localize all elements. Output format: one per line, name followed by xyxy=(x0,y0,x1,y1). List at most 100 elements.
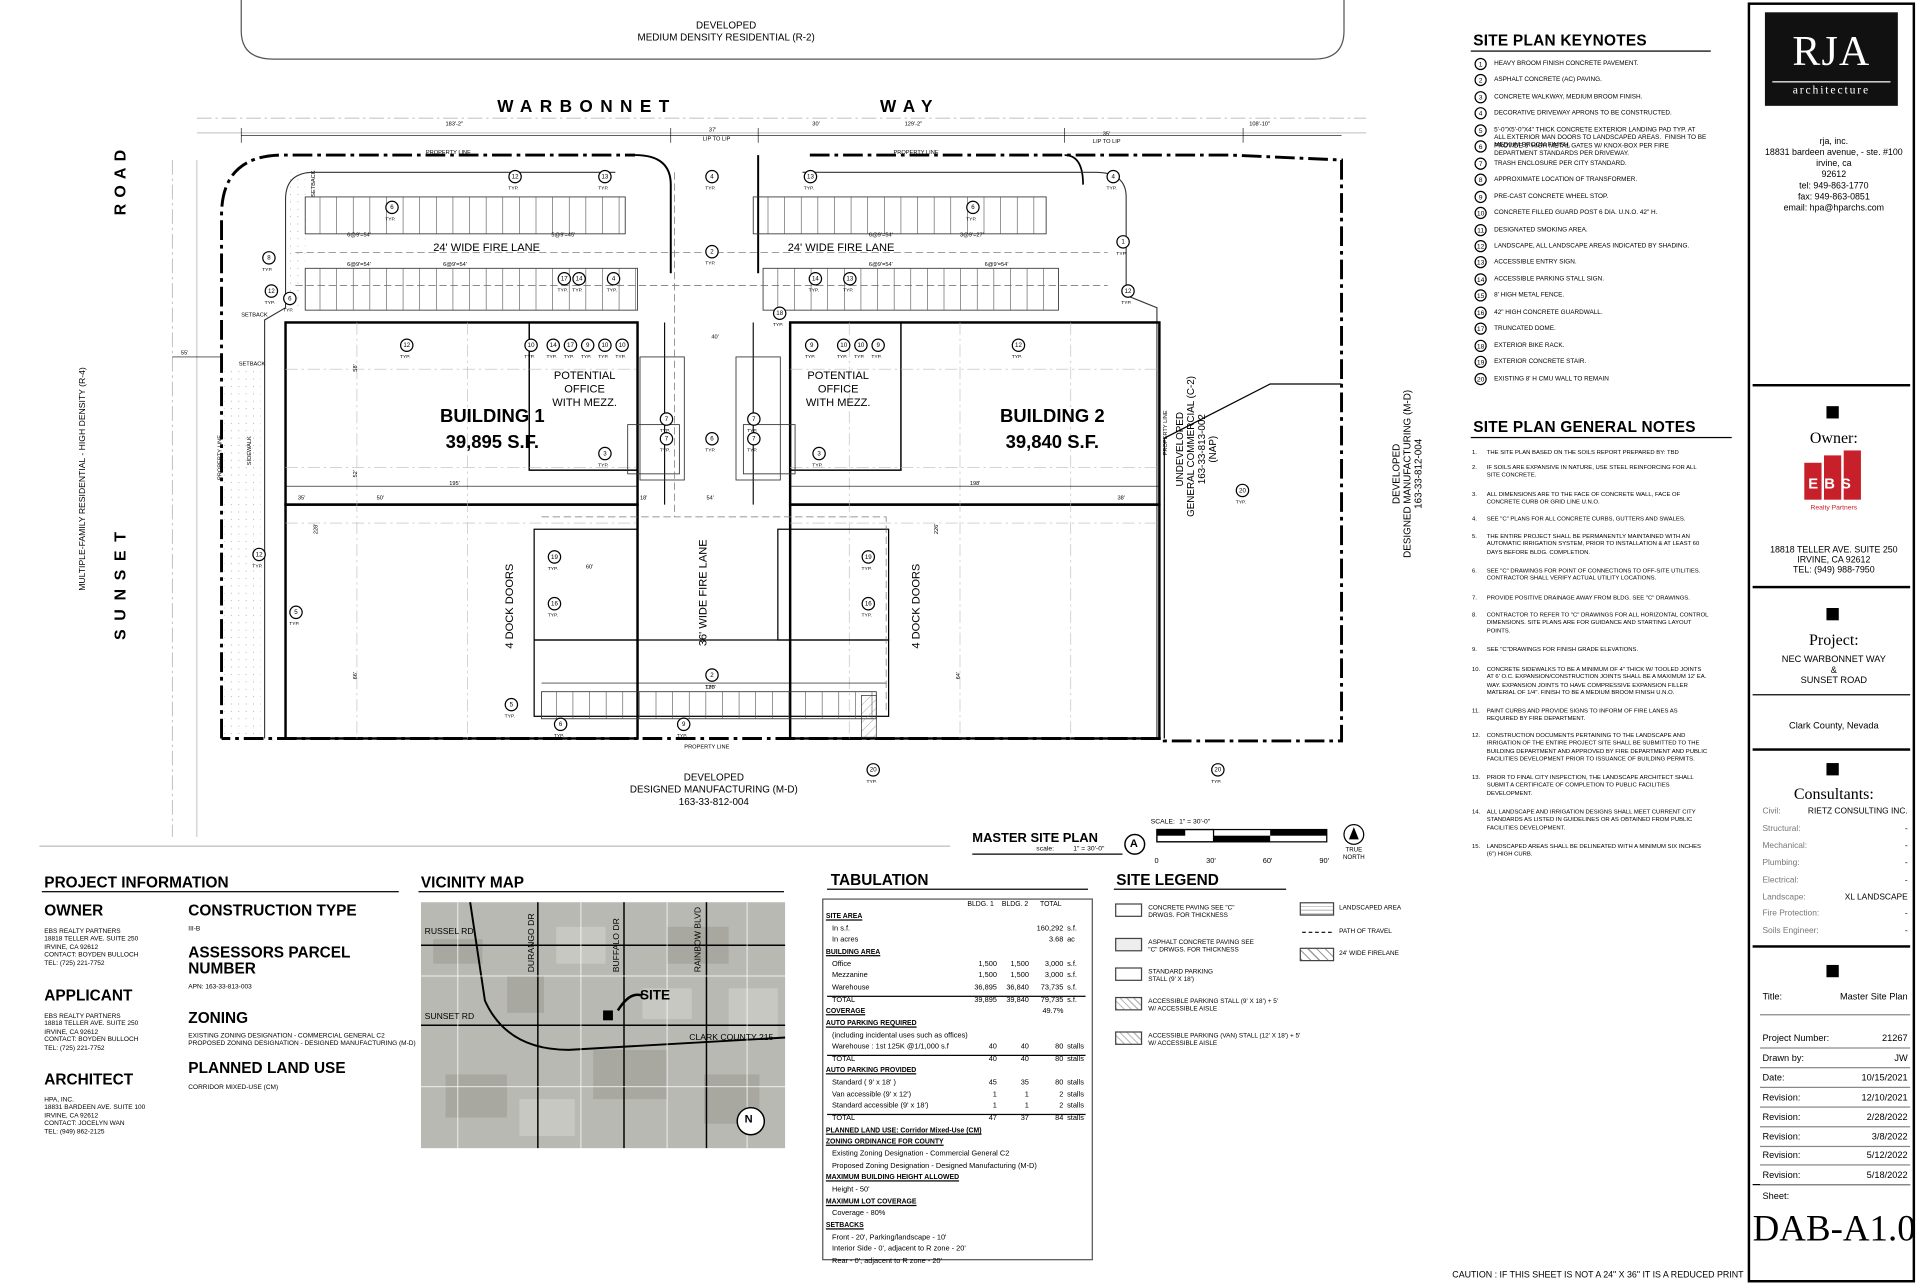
keynote-number: 3 xyxy=(1474,90,1487,104)
keynote-tag-icon: 5 xyxy=(504,697,519,712)
sheet-title-label: Title: xyxy=(1762,990,1783,1002)
general-note-text: CONTRACTOR TO REFER TO "C" DRAWINGS FOR … xyxy=(1486,612,1709,635)
ebs-logo-sub: Realty Partners xyxy=(1810,504,1858,512)
legend-text: STANDARD PARKING STALL (9' X 18') xyxy=(1148,968,1213,984)
scale-value: 1" = 30'-0" xyxy=(1073,845,1105,853)
keynote-tag-icon: 10 xyxy=(836,338,851,352)
dim-label: 55' xyxy=(180,349,189,356)
general-note-number: 7. xyxy=(1471,595,1477,602)
tab-section-header: MAXIMUM BUILDING HEIGHT ALLOWED xyxy=(825,1174,960,1182)
rja-logo-sub: architecture xyxy=(1792,84,1871,98)
typ-label: TYP. xyxy=(843,286,854,293)
consultant-role: Civil: xyxy=(1762,807,1781,816)
property-line-label-top-1: PROPERTY LINE xyxy=(425,148,471,156)
keynote-tag-icon: 12 xyxy=(1121,284,1135,298)
keynote-text: TRASH ENCLOSURE PER CITY STANDARD. xyxy=(1494,159,1627,167)
construction-heading: CONSTRUCTION TYPE xyxy=(188,902,357,920)
tab-row-label: Standard accessible (9' x 18') xyxy=(831,1103,929,1111)
project-title: Project: xyxy=(1808,630,1859,649)
keynote-tag-icon: 3 xyxy=(598,446,612,461)
general-note-number: 15. xyxy=(1471,844,1481,851)
keynote-tag-icon: 14 xyxy=(572,271,586,286)
typ-label: TYP. xyxy=(547,611,558,618)
keynote-tag-icon: 6 xyxy=(283,291,297,306)
tab-row-label: Coverage - 80% xyxy=(831,1210,886,1218)
keynote-tag-icon: 6 xyxy=(705,431,719,446)
landuse-value: CORRIDOR MIXED-USE (CM) xyxy=(188,1084,279,1092)
tab-value: 1,500 xyxy=(978,972,997,980)
typ-label: TYP. xyxy=(659,446,670,453)
keynote-tag-icon: 8 xyxy=(262,251,276,265)
property-line-label-top-2: PROPERTY LINE xyxy=(893,148,939,156)
keynote-tag-icon: 9 xyxy=(676,717,691,732)
keynote-number: 18 xyxy=(1474,339,1487,352)
general-note-text: PRIOR TO FINAL CITY INSPECTION, THE LAND… xyxy=(1486,775,1694,798)
row-value: 2/28/2022 xyxy=(1866,1110,1908,1122)
keynote-text: 8' HIGH METAL FENCE. xyxy=(1494,292,1565,300)
keynote-text: EXISTING 8' H CMU WALL TO REMAIN xyxy=(1494,374,1609,383)
dim-label: 183'-2" xyxy=(445,120,464,127)
row-rule xyxy=(1759,1014,1911,1016)
dim-label: 58' xyxy=(351,364,359,372)
keynote-tag-icon: 6 xyxy=(966,200,980,215)
keynote-number: 8 xyxy=(1474,173,1487,187)
keynote-text: EXTERIOR BIKE RACK. xyxy=(1494,341,1565,350)
keynote-number: 2 xyxy=(1474,74,1487,87)
keynote-tag-icon: 17 xyxy=(563,338,578,352)
tab-row-label: Front - 20', Parking/landscape - 10' xyxy=(831,1233,947,1242)
tab-value: 80 xyxy=(1055,1055,1064,1064)
dim-label: 108'-10" xyxy=(1249,120,1270,127)
tab-value: 73,735 xyxy=(1040,984,1064,992)
tab-value: 80 xyxy=(1055,1043,1064,1052)
tab-value: 80 xyxy=(1055,1079,1064,1087)
tab-section-header: AUTO PARKING REQUIRED xyxy=(825,1020,917,1028)
consultants-title: Consultants: xyxy=(1793,783,1874,803)
general-note-text: CONSTRUCTION DOCUMENTS PERTAINING TO THE… xyxy=(1486,733,1708,763)
keynote-number: 15 xyxy=(1474,289,1487,302)
keynote-text: TRUNCATED DOME. xyxy=(1494,325,1556,333)
map-road-label: RAINBOW BLVD xyxy=(694,906,703,973)
keynote-tag-icon: 2 xyxy=(705,668,719,682)
keynote-tag-icon: 7 xyxy=(659,431,674,446)
tab-value: 49.7% xyxy=(1042,1008,1064,1016)
general-note-text: LANDSCAPED AREAS SHALL BE DELINEATED WIT… xyxy=(1486,844,1701,859)
consultant-row: Structural:- xyxy=(1762,824,1907,833)
zoning-heading: ZONING xyxy=(188,1009,249,1027)
general-note-number: 12. xyxy=(1471,733,1481,740)
general-note-number: 6. xyxy=(1471,568,1477,575)
tab-value: 79,735 xyxy=(1040,996,1064,1004)
typ-label: TYP. xyxy=(772,321,784,328)
dim-label: 18' xyxy=(639,494,648,501)
dim-label: 228' xyxy=(312,523,319,535)
tab-unit: stalls xyxy=(1067,1055,1084,1064)
dim-label: 40' xyxy=(711,333,719,340)
keynote-tag-icon: 10 xyxy=(615,338,629,352)
keynote-tag-icon: 5 xyxy=(289,605,303,620)
row-value: 10/15/2021 xyxy=(1861,1071,1908,1083)
tab-total-rule xyxy=(827,995,1086,997)
typ-label: TYP. xyxy=(508,184,519,191)
tab-value: 160,292 xyxy=(1036,925,1064,933)
consultant-name: - xyxy=(1904,858,1908,868)
consultant-row: Mechanical:- xyxy=(1762,842,1907,851)
keynote-tag-icon: 20 xyxy=(1211,763,1225,777)
general-note-text: IF SOILS ARE EXPANSIVE IN NATURE, USE ST… xyxy=(1486,465,1697,480)
tab-row-label: Proposed Zoning Designation - Designed M… xyxy=(831,1162,1037,1171)
tab-col-header: BLDG. 1 xyxy=(967,900,994,909)
dim-label: 64' xyxy=(955,671,962,680)
legend-swatch xyxy=(1115,937,1143,952)
tabulation-table xyxy=(822,898,1093,1261)
map-road-label: CLARK COUNTY 215 xyxy=(689,1033,774,1043)
street-name-road: ROAD xyxy=(110,143,130,216)
construction-value: III-B xyxy=(188,925,201,933)
typ-label: TYP. xyxy=(399,353,411,360)
typ-label: TYP. xyxy=(563,353,574,360)
keynote-tag-icon: 4 xyxy=(705,169,719,184)
